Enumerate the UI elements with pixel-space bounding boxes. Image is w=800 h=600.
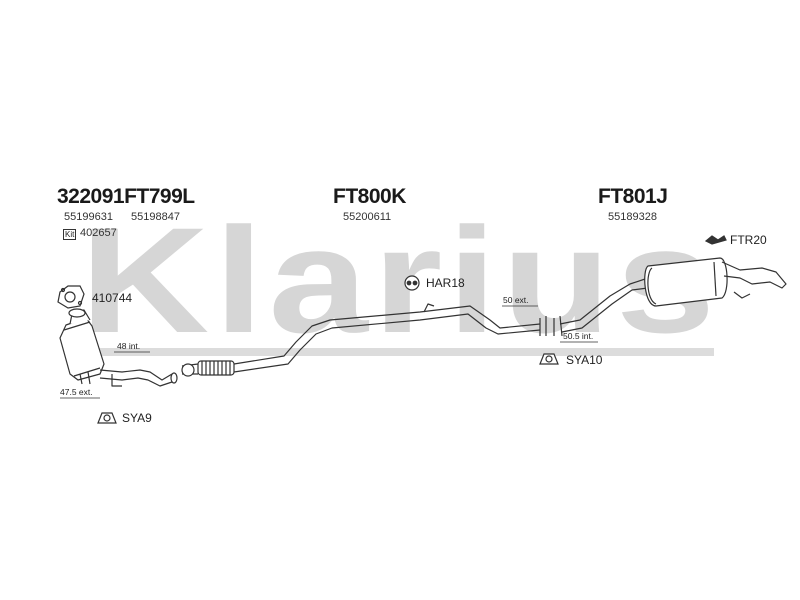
- part-number: 55200611: [343, 211, 392, 223]
- extension-label: 50 ext.: [503, 295, 529, 305]
- gasket-label: 410744: [92, 291, 133, 305]
- group-code-2: FT800K: [333, 185, 406, 208]
- joint-clamp-1: [539, 316, 547, 336]
- front-pipe: [99, 369, 178, 387]
- extension-label: 50.5 int.: [563, 331, 594, 341]
- gasket-icon: [57, 285, 85, 309]
- part-number: 55198847: [131, 211, 180, 223]
- intermediate-pipe: [233, 303, 541, 373]
- part-number: 55189328: [608, 211, 657, 223]
- extension-label: 48 int.: [117, 341, 141, 351]
- kit-number: 402657: [80, 227, 117, 239]
- mounting-clamp-icon: [539, 353, 559, 365]
- group-code-3: FT801J: [598, 185, 668, 208]
- hanger-clip-icon: [704, 235, 727, 245]
- catalytic-converter: [59, 308, 105, 385]
- mounting-label: SYA10: [566, 353, 603, 367]
- rubber-hanger-label: HAR18: [426, 276, 465, 290]
- group-code-1: 322091FT799L: [57, 185, 195, 208]
- extension-label: 47.5 ext.: [60, 387, 93, 397]
- kit-badge: Kit: [63, 229, 77, 240]
- watermark-text: Klarius: [80, 196, 720, 364]
- rear-silencer: [559, 257, 787, 333]
- rubber-hanger-icon: [404, 275, 420, 291]
- hanger-clip-label: FTR20: [730, 233, 767, 247]
- part-number: 55199631: [64, 211, 113, 223]
- mounting-label: SYA9: [122, 411, 152, 425]
- flex-pipe: [181, 360, 235, 377]
- joint-clamp-2: [553, 315, 563, 337]
- mounting-clamp-icon-2: [97, 412, 117, 424]
